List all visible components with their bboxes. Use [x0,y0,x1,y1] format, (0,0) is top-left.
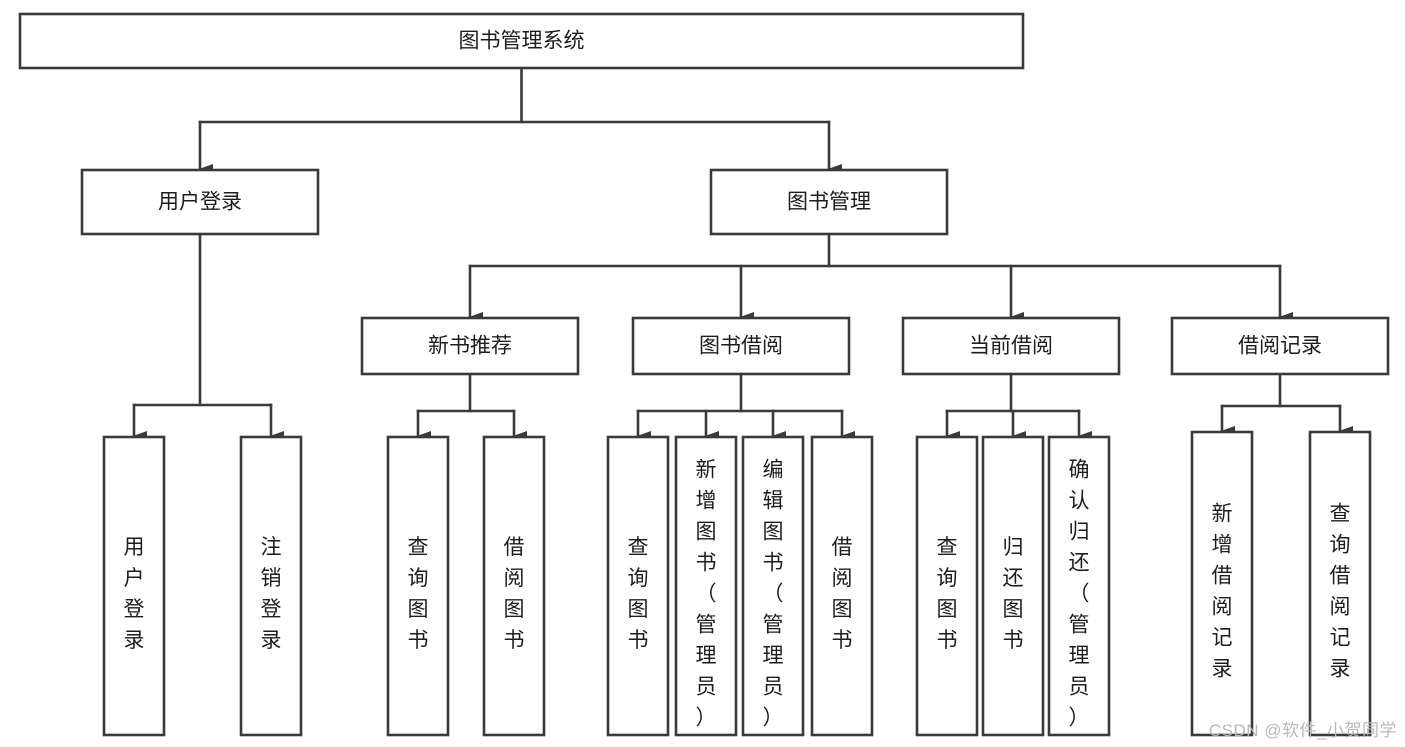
node-box [606,435,670,737]
node-leaf-query-book-cur[interactable]: 查询图书 [915,435,979,737]
node-label: 注销登录 [261,536,282,652]
node-label: 归还图书 [1003,536,1024,652]
node-label: 查询图书 [628,536,649,652]
node-box [1190,430,1254,737]
node-new-book-rec[interactable]: 新书推荐 [360,316,580,376]
node-label: 借阅图书 [504,536,525,652]
connector-layer [132,66,1353,441]
node-borrow-record[interactable]: 借阅记录 [1170,316,1390,376]
node-label: 图书管理系统 [459,30,585,53]
node-label: 确认归还（管理员） [1069,458,1090,729]
node-leaf-query-book-borrow[interactable]: 查询图书 [606,435,670,737]
node-leaf-add-record[interactable]: 新增借阅记录 [1190,430,1254,737]
node-leaf-add-book[interactable]: 新增图书（管理员） [674,435,738,737]
node-box [360,316,580,376]
node-leaf-user-logout[interactable]: 注销登录 [239,435,303,737]
node-leaf-user-login[interactable]: 用户登录 [102,435,166,737]
node-label: 用户登录 [158,191,242,214]
node-leaf-query-book-rec[interactable]: 查询图书 [386,435,450,737]
node-leaf-borrow-book[interactable]: 借阅图书 [810,435,874,737]
node-leaf-confirm-return[interactable]: 确认归还（管理员） [1047,435,1111,737]
node-box [1170,316,1390,376]
node-book-borrow[interactable]: 图书借阅 [631,316,851,376]
node-box [239,435,303,737]
node-label: 编辑图书（管理员） [763,458,784,729]
node-label: 用户登录 [124,536,145,652]
node-box [901,316,1121,376]
node-label: 借阅图书 [832,536,853,652]
node-leaf-return-book[interactable]: 归还图书 [981,435,1045,737]
node-label: 新增图书（管理员） [696,458,717,729]
node-user-login[interactable]: 用户登录 [80,168,320,236]
node-layer: 图书管理系统用户登录图书管理新书推荐图书借阅当前借阅借阅记录用户登录注销登录查询… [18,12,1390,737]
node-box [631,316,851,376]
node-box [741,435,805,737]
node-label: 查询图书 [408,536,429,652]
node-label: 新增借阅记录 [1212,502,1233,680]
node-box [482,435,546,737]
node-box [674,435,738,737]
node-leaf-borrow-book-rec[interactable]: 借阅图书 [482,435,546,737]
node-box [386,435,450,737]
node-current-borrow[interactable]: 当前借阅 [901,316,1121,376]
node-box [981,435,1045,737]
node-label: 查询图书 [937,536,958,652]
node-box [709,168,949,236]
node-box [18,12,1025,70]
node-label: 当前借阅 [969,335,1053,358]
node-label: 图书借阅 [699,335,783,358]
node-leaf-query-record[interactable]: 查询借阅记录 [1308,430,1372,737]
node-box [1308,430,1372,737]
node-label: 图书管理 [787,191,871,214]
node-box [102,435,166,737]
node-box [915,435,979,737]
node-label: 借阅记录 [1238,335,1322,358]
node-leaf-edit-book[interactable]: 编辑图书（管理员） [741,435,805,737]
node-book-manage[interactable]: 图书管理 [709,168,949,236]
node-label: 新书推荐 [428,335,512,358]
node-box [1047,435,1111,737]
node-box [810,435,874,737]
watermark-text: CSDN @软件_小贺同学 [1208,721,1397,740]
node-box [80,168,320,236]
node-root[interactable]: 图书管理系统 [18,12,1025,70]
node-label: 查询借阅记录 [1330,502,1351,680]
